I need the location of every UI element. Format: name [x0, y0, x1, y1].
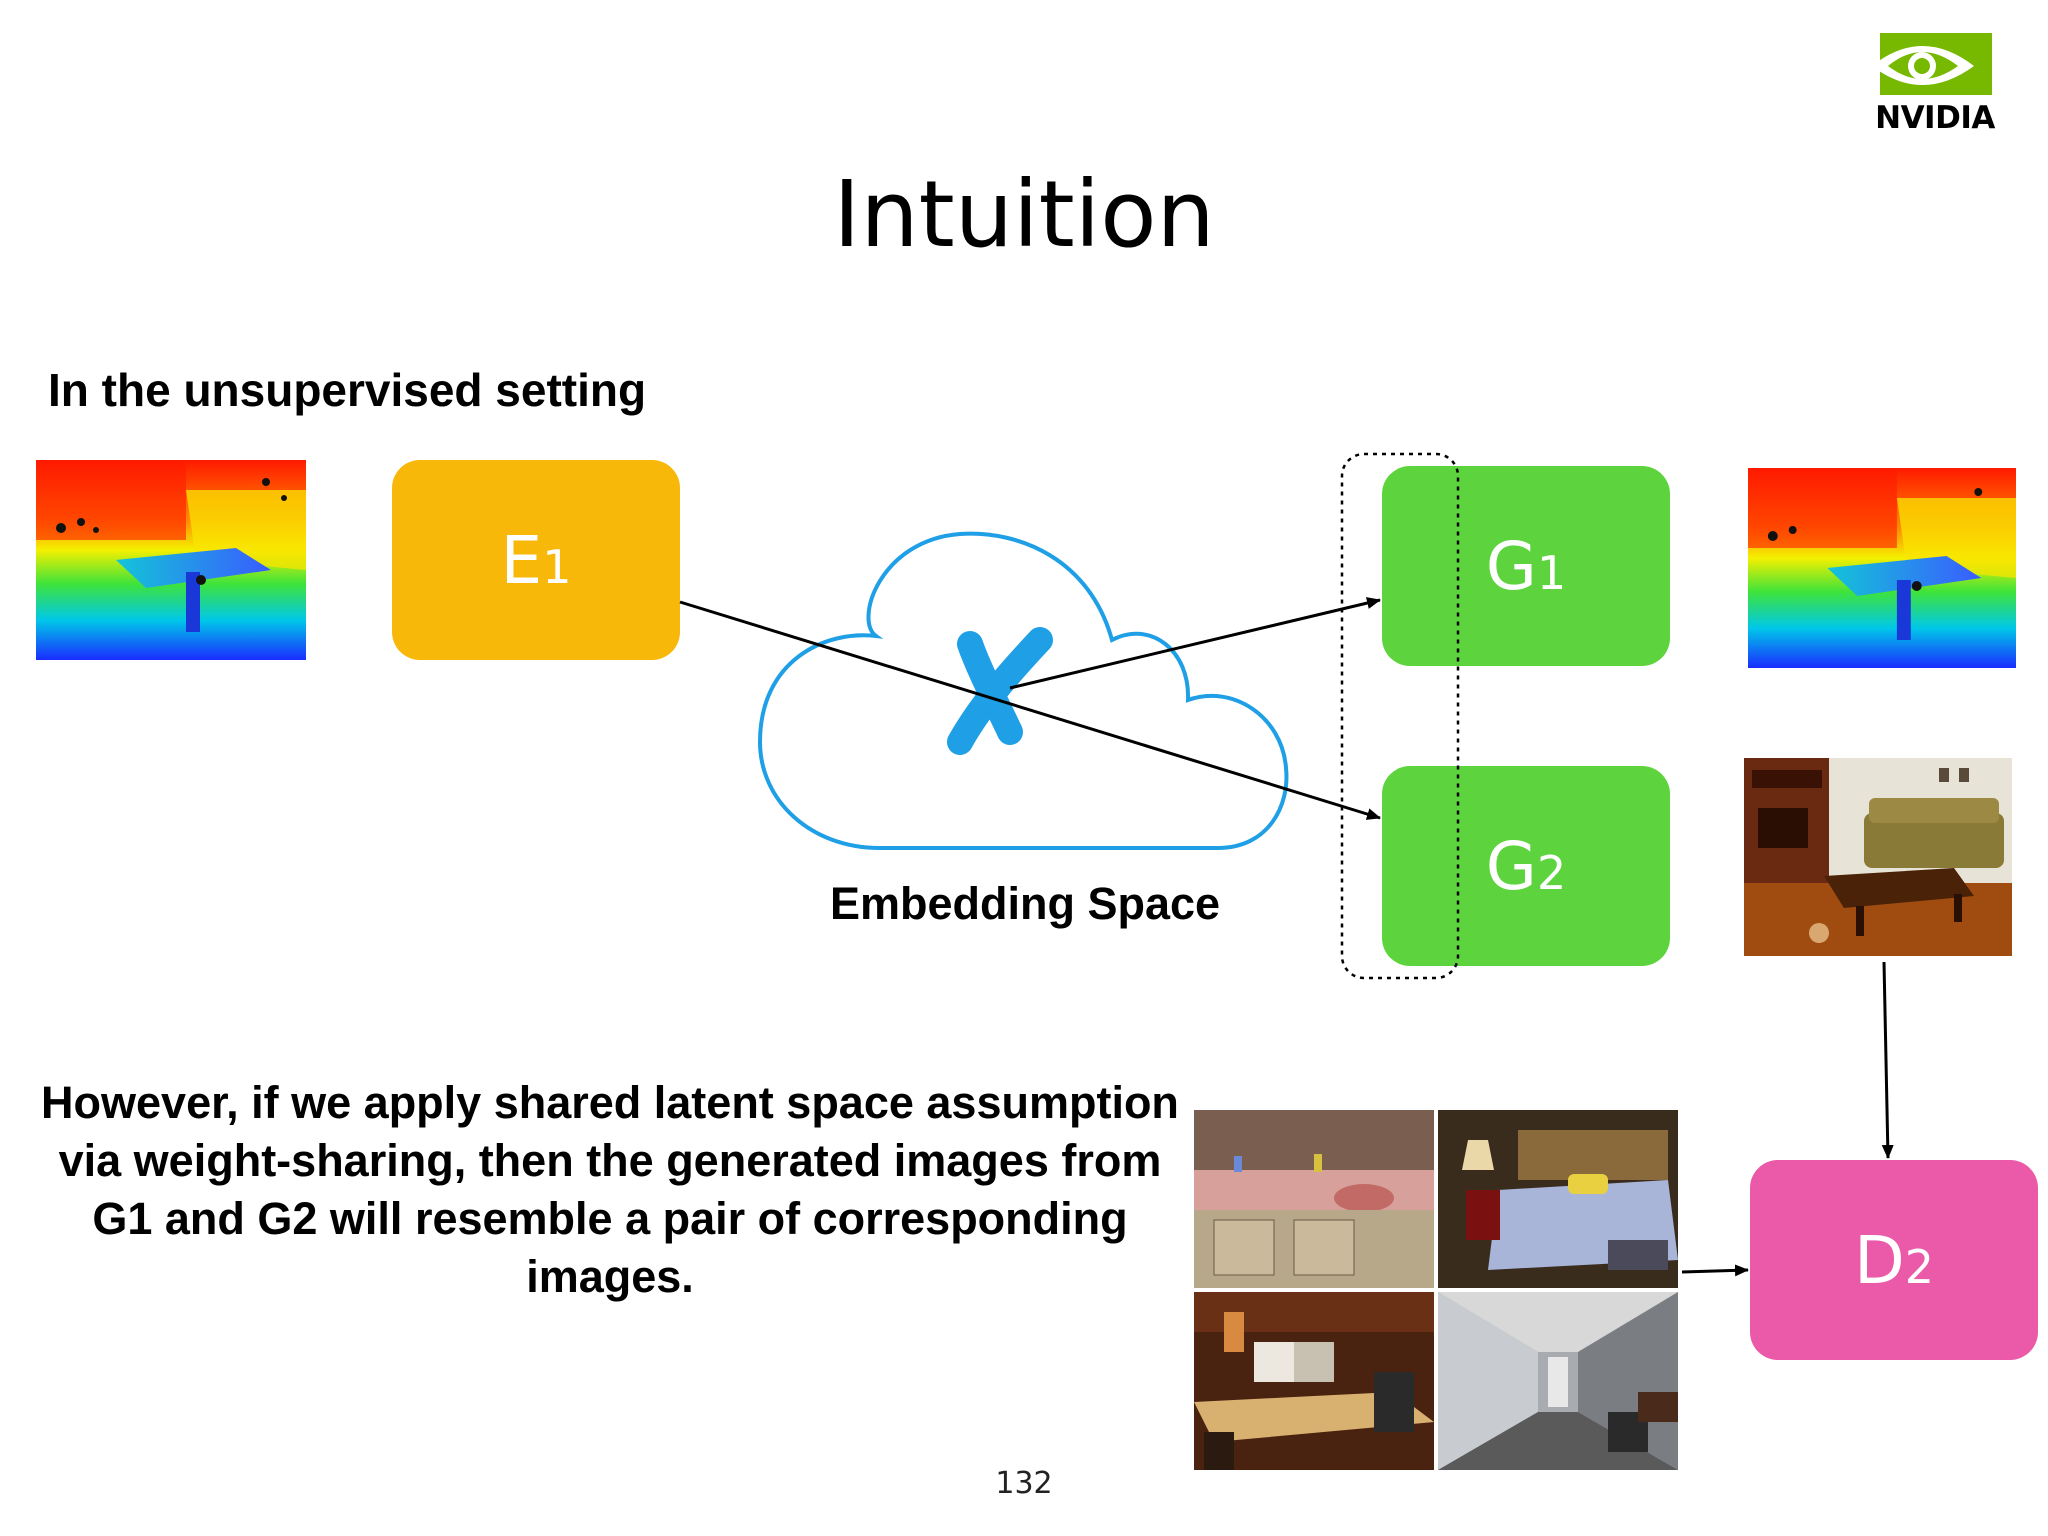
- nvidia-wordmark: NVIDIA: [1875, 100, 1995, 136]
- corridor-image: [1438, 1292, 1678, 1470]
- page-number: 132: [995, 1466, 1053, 1501]
- arrow-room-to-d2: [1881, 961, 1894, 1159]
- weight-sharing-note: However, if we apply shared latent space…: [41, 1077, 1179, 1302]
- arrow-grid-to-d2: [1681, 1264, 1749, 1277]
- slide-title: Intuition: [833, 161, 1215, 268]
- slide-subtitle: In the unsupervised setting: [48, 364, 647, 416]
- embedding-cloud-icon: [757, 531, 1289, 850]
- bedroom-image: [1438, 1110, 1678, 1288]
- office-image: [1194, 1292, 1434, 1470]
- depth-input-image: [36, 460, 306, 660]
- embedding-space-label: Embedding Space: [829, 878, 1221, 929]
- nvidia-eye-icon: [1872, 33, 1992, 95]
- cross-mark-icon: [947, 627, 1053, 755]
- arrow-e1-to-g2: [679, 600, 1381, 820]
- bathroom-image: [1194, 1110, 1434, 1288]
- arrow-center-to-g1: [1009, 597, 1381, 690]
- generator-g2-letter: G: [1485, 827, 1537, 905]
- room-output-image: [1744, 758, 2012, 956]
- nvidia-logo: NVIDIA: [1862, 28, 2022, 148]
- encoder-e1-letter: E: [500, 521, 543, 599]
- generator-g1-letter: G: [1485, 527, 1537, 605]
- discriminator-d2-letter: D: [1853, 1221, 1905, 1299]
- depth-output-image: [1748, 468, 2016, 668]
